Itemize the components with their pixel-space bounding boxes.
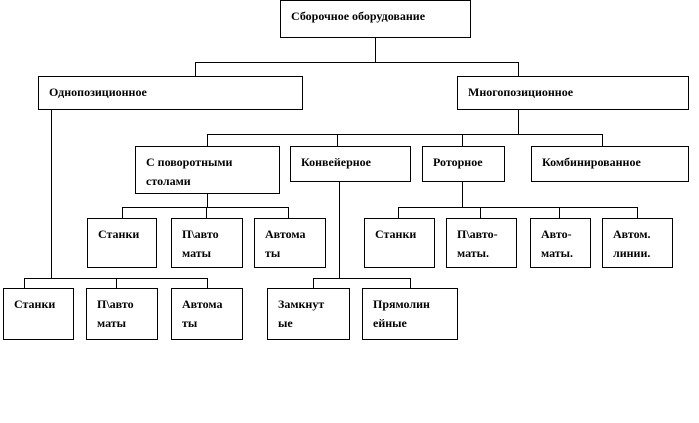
node-multi-position: Многопозиционное [457, 76, 689, 110]
node-rotary: Роторное [422, 146, 505, 182]
node-rotary-tables-semiautomatic: П\авто маты [171, 218, 243, 268]
node-rotary-automatic-lines: Автом. линии. [602, 218, 673, 268]
node-conveyor-closed: Замкнут ые [267, 288, 350, 340]
node-rotary-tables-machines: Станки [87, 218, 157, 268]
node-single-position: Однопозиционное [38, 76, 303, 110]
node-conveyor-linear: Прямолин ейные [362, 288, 458, 340]
node-root: Сборочное оборудование [280, 0, 471, 38]
node-rotary-machines: Станки [364, 218, 435, 268]
node-single-automatic: Автома ты [171, 288, 243, 340]
node-combined: Комбинированное [531, 146, 689, 182]
node-single-semiautomatic: П\авто маты [86, 288, 158, 340]
node-rotary-automatic: Авто- маты. [530, 218, 591, 268]
node-rotary-semiautomatic: П\авто- маты. [446, 218, 517, 268]
node-single-machines: Станки [3, 288, 74, 340]
node-rotary-tables: С поворотными столами [135, 146, 280, 194]
node-conveyor: Конвейерное [290, 146, 411, 182]
node-rotary-tables-automatic: Автома ты [254, 218, 326, 268]
